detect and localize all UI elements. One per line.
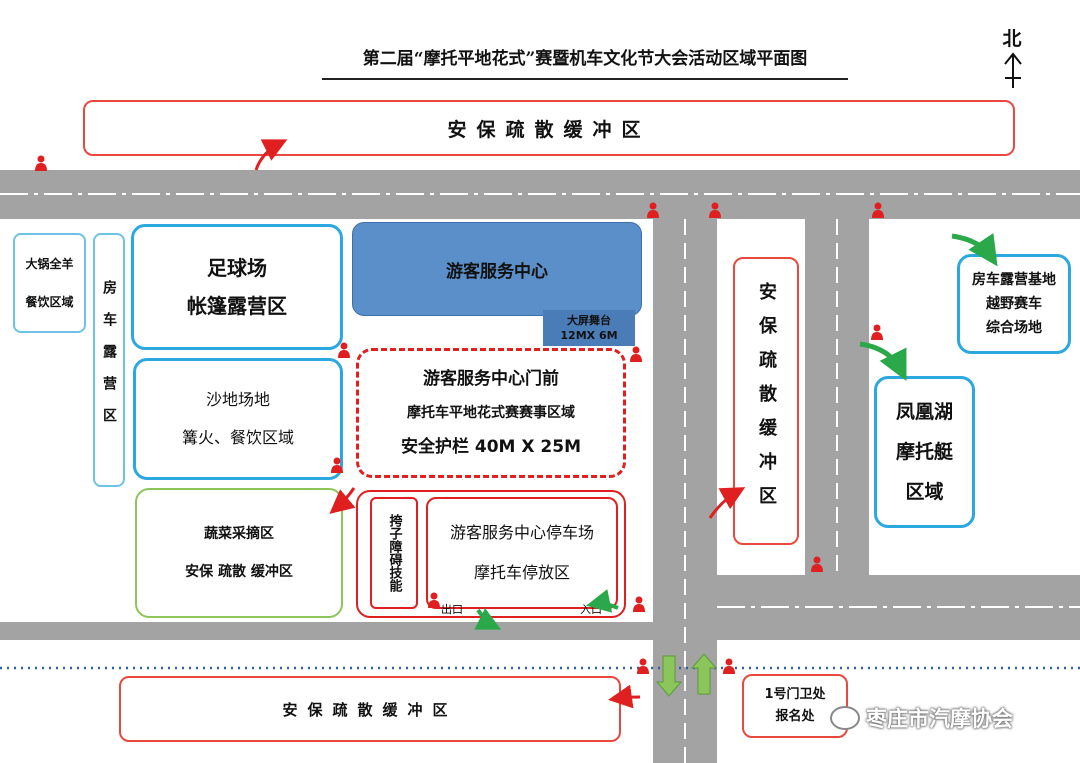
parking-line2: 摩托车停放区 [473, 563, 570, 582]
visitor-service-center: 游客服务中心 [352, 222, 642, 316]
parking-zone: 游客服务中心停车场 摩托车停放区 [426, 497, 618, 609]
lake-line1: 凤凰湖 [895, 401, 953, 423]
rv-base-line2: 越野赛车 [986, 296, 1042, 312]
event-competition-area: 游客服务中心门前 摩托车平地花式赛赛事区域 安全护栏 40M X 25M [356, 348, 626, 478]
sand-bonfire-zone: 沙地场地 篝火、餐饮区域 [133, 358, 343, 480]
event-line2: 摩托车平地花式赛赛事区域 [407, 405, 575, 421]
north-label: 北 [1002, 28, 1022, 50]
green-entry-arrow-icon [586, 589, 619, 613]
security-guard-icon [647, 202, 659, 218]
security-guard-icon [709, 202, 721, 218]
security-guard-icon [811, 556, 823, 572]
lake-line2: 摩托艇 [895, 441, 953, 463]
mid-buffer-zone: 安保疏散缓冲区 [733, 257, 799, 545]
veg-line1: 蔬菜采摘区 [204, 526, 274, 542]
north-arrow-icon [1004, 52, 1022, 88]
security-guard-icon [630, 346, 642, 362]
title-underline [322, 78, 848, 80]
watermark-text: 枣庄市汽摩协会 [866, 707, 1013, 731]
rv-base-line3: 综合场地 [986, 320, 1042, 336]
top-buffer-label: 安保疏散缓冲区 [447, 118, 651, 141]
mid-buffer-label: 安保疏散缓冲区 [756, 282, 777, 520]
security-guard-icon [338, 342, 350, 358]
rv-base-line1: 房车露营基地 [972, 272, 1056, 288]
security-guard-icon [35, 155, 47, 171]
big-screen-stage: 大屏舞台 12MX 6M [543, 310, 635, 346]
veg-line2: 安保 疏散 缓冲区 [185, 564, 293, 580]
security-guard-icon [871, 324, 883, 340]
bottom-buffer-label: 安保疏散缓冲区 [282, 700, 458, 719]
vegetable-picking-zone: 蔬菜采摘区 安保 疏散 缓冲区 [135, 488, 343, 618]
rv-camp-zone: 房车露营区 [93, 233, 125, 487]
stage-line2: 12MX 6M [560, 329, 618, 342]
map-title: 第二届“摩托平地花式”赛暨机车文化节大会活动区域平面图 [362, 49, 808, 69]
lake-line3: 区域 [905, 481, 944, 503]
green-up-arrow-icon [690, 653, 718, 695]
red-evacuation-arrow-icon [708, 487, 746, 519]
gate-line2: 报名处 [775, 709, 815, 724]
phoenix-lake-zone: 凤凰湖 摩托艇 区域 [874, 376, 975, 528]
football-camping-zone: 足球场 帐篷露营区 [131, 224, 343, 350]
green-down-arrow-icon [655, 655, 683, 697]
obstacle-label: 挎子障碍技能 [386, 514, 402, 592]
security-guard-icon [723, 658, 735, 674]
wechat-icon [830, 706, 860, 730]
obstacle-skill-zone: 挎子障碍技能 [370, 497, 418, 609]
red-evacuation-arrow-icon [608, 684, 641, 709]
stage-line1: 大屏舞台 [567, 314, 611, 327]
rv-camp-label: 房车露营区 [101, 280, 117, 440]
service-center-label: 游客服务中心 [446, 261, 548, 282]
security-guard-icon [637, 658, 649, 674]
sand-line2: 篝火、餐饮区域 [181, 428, 294, 447]
gate-line1: 1号门卫处 [764, 687, 826, 702]
green-entry-arrow-icon [859, 341, 907, 381]
parking-line1: 游客服务中心停车场 [449, 523, 594, 542]
green-entry-arrow-icon [951, 233, 998, 267]
hotpot-line2: 餐饮区域 [25, 295, 74, 309]
red-evacuation-arrow-icon [329, 487, 356, 514]
event-line3: 安全护栏 40M X 25M [400, 437, 581, 457]
red-evacuation-arrow-icon [254, 139, 288, 171]
security-guard-icon [872, 202, 884, 218]
rv-base-offroad-zone: 房车露营基地 越野赛车 综合场地 [957, 254, 1071, 354]
security-guard-icon [633, 596, 645, 612]
watermark: 枣庄市汽摩协会 [830, 703, 1013, 733]
sand-line1: 沙地场地 [205, 390, 270, 409]
football-line1: 足球场 [207, 256, 267, 280]
hotpot-line1: 大锅全羊 [25, 257, 74, 271]
exit-label: 出口 [441, 603, 463, 616]
gate-registration-zone: 1号门卫处 报名处 [742, 674, 848, 738]
top-buffer-zone: 安保疏散缓冲区 [83, 100, 1015, 156]
event-line1: 游客服务中心门前 [423, 369, 559, 389]
bottom-buffer-zone: 安保疏散缓冲区 [119, 676, 621, 742]
security-guard-icon [331, 457, 343, 473]
security-guard-icon [428, 592, 440, 608]
green-exit-arrow-icon [474, 608, 502, 630]
football-line2: 帐篷露营区 [187, 294, 287, 318]
hotpot-dining-zone: 大锅全羊 餐饮区域 [13, 233, 86, 333]
